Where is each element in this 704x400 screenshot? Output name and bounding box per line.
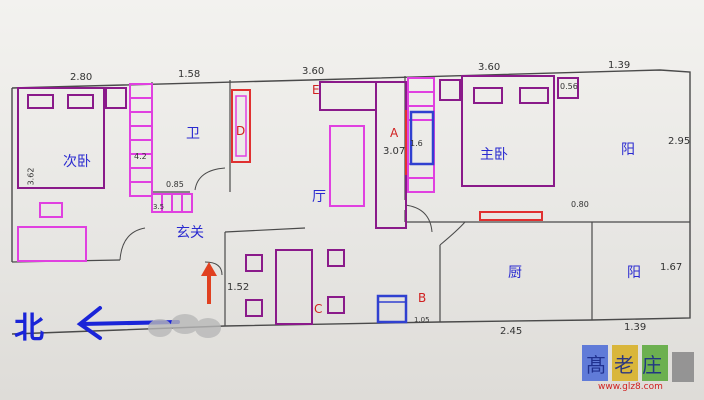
second-bedroom-wardrobe — [129, 83, 153, 197]
master-wardrobe-blue-insert — [409, 110, 435, 166]
dim-entry-small: 0.85 — [166, 180, 184, 189]
tag-e: E — [312, 83, 320, 97]
tag-b: B — [418, 291, 427, 305]
north-label: 北 — [14, 311, 44, 346]
room-kitchen: 厨 — [508, 265, 522, 281]
dim-top-left: 2.80 — [70, 72, 93, 83]
second-bedroom-bed — [17, 87, 105, 189]
cloud-smudge — [148, 314, 221, 338]
dining-chair-1 — [245, 254, 263, 272]
dim-step: 3.5 — [153, 203, 165, 211]
dim-top-far-right: 1.39 — [608, 60, 631, 71]
watermark-logo — [582, 345, 694, 382]
second-bedroom-nightstand — [105, 87, 127, 109]
dim-entry-side: 1.52 — [227, 282, 250, 293]
dining-chair-4 — [327, 296, 345, 314]
dim-top-right-center: 3.60 — [478, 62, 501, 73]
bathroom-fixture-inner — [235, 95, 247, 157]
tag-d: D — [236, 124, 246, 138]
dim-bath-width: 4.2 — [134, 152, 147, 161]
room-second-bedroom: 次卧 — [63, 154, 91, 170]
master-bed — [461, 75, 555, 187]
door-arcs — [119, 167, 466, 276]
dim-wardrobe-small: 0.56 — [560, 82, 578, 91]
room-living: 厅 — [312, 189, 326, 205]
dim-bottom-mid: 2.45 — [500, 326, 523, 337]
dining-chair-3 — [327, 249, 345, 267]
second-bedroom-pillow-right — [67, 94, 94, 109]
dim-left-side: 3.62 — [26, 167, 36, 186]
master-nightstand-right — [557, 77, 579, 99]
watermark-url: www.glz8.com — [598, 382, 663, 392]
dim-top-mid: 1.58 — [178, 69, 201, 80]
second-bedroom-desk — [17, 226, 87, 262]
dim-top-center: 3.60 — [302, 66, 325, 77]
master-window-bench — [479, 211, 543, 221]
watermark-logo-text: 髙老庄 — [586, 353, 670, 377]
dim-right-lower: 1.67 — [660, 262, 683, 273]
room-balcony-bottom: 阳 — [627, 265, 641, 281]
room-entrance: 玄关 — [176, 225, 204, 241]
tag-a: A — [390, 126, 399, 140]
tag-c: C — [314, 302, 323, 316]
second-bedroom-stool — [39, 202, 63, 218]
dim-door-small: 1.05 — [414, 316, 430, 324]
master-pillow-right — [519, 87, 549, 104]
dim-kitchen-gap: 0.80 — [571, 200, 589, 209]
entry-cabinet — [151, 193, 193, 213]
entrance-arrow — [201, 262, 217, 304]
room-bathroom: 卫 — [186, 126, 200, 142]
master-pillow-left — [473, 87, 503, 104]
dining-table — [275, 249, 313, 325]
living-room-cabinet-top — [319, 81, 377, 111]
dining-chair-2 — [245, 299, 263, 317]
dim-bottom-right: 1.39 — [624, 322, 647, 333]
dim-closet-small: 1.6 — [410, 139, 423, 148]
kitchen-fridge — [376, 294, 408, 324]
dim-corridor: 3.07 — [383, 146, 406, 157]
room-master-bedroom: 主卧 — [480, 147, 508, 163]
dim-right-upper: 2.95 — [668, 136, 691, 147]
bathroom-fixture-outer — [231, 89, 251, 163]
living-room-coffee-table — [329, 125, 365, 207]
room-balcony-top: 阳 — [621, 142, 635, 158]
second-bedroom-pillow-left — [27, 94, 54, 109]
master-nightstand-left — [439, 79, 461, 101]
